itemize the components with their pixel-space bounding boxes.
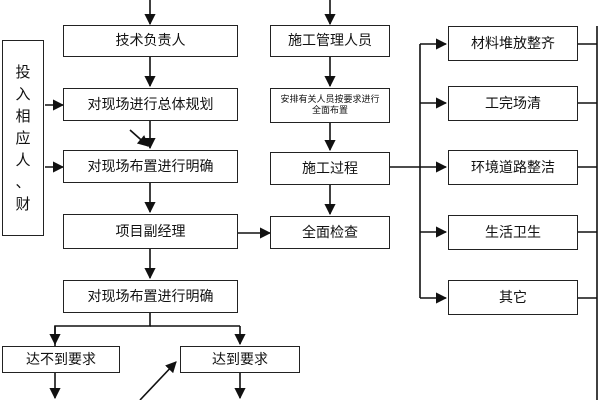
- arrange-personnel-box: 安排有关人员按要求进行全面布置: [270, 88, 390, 123]
- meet-box: 达到要求: [180, 346, 300, 373]
- tech-lead-box: 技术负责人: [63, 25, 238, 57]
- layout-clarify-2-box: 对现场布置进行明确: [63, 280, 238, 313]
- full-inspection-box: 全面检查: [270, 216, 390, 249]
- deputy-pm-box: 项目副经理: [63, 214, 238, 249]
- arrow-to-clarify-diagonal: [129, 129, 149, 147]
- resource-char: 人: [15, 151, 31, 169]
- others-box: 其它: [448, 280, 578, 315]
- resource-input-box: 投 入 相 应 人 、 财: [2, 40, 44, 236]
- resource-char: 相: [15, 107, 31, 125]
- construction-process-box: 施工过程: [270, 152, 390, 185]
- arrow-feedback-diagonal: [139, 361, 177, 400]
- resource-char: 投: [15, 63, 31, 81]
- resource-char: 、: [15, 173, 31, 191]
- resource-char: 应: [15, 129, 31, 147]
- overall-planning-box: 对现场进行总体规划: [63, 88, 238, 121]
- construction-manager-box: 施工管理人员: [270, 25, 390, 57]
- resource-char: 财: [15, 195, 31, 213]
- material-storage-box: 材料堆放整齐: [448, 26, 578, 61]
- split-connector: [54, 312, 151, 346]
- resource-char: 入: [15, 85, 31, 103]
- hygiene-box: 生活卫生: [448, 215, 578, 250]
- env-road-clean-box: 环境道路整洁: [448, 150, 578, 185]
- layout-clarify-box: 对现场布置进行明确: [63, 150, 238, 183]
- work-site-clear-box: 工完场清: [448, 86, 578, 121]
- not-meet-box: 达不到要求: [2, 346, 120, 373]
